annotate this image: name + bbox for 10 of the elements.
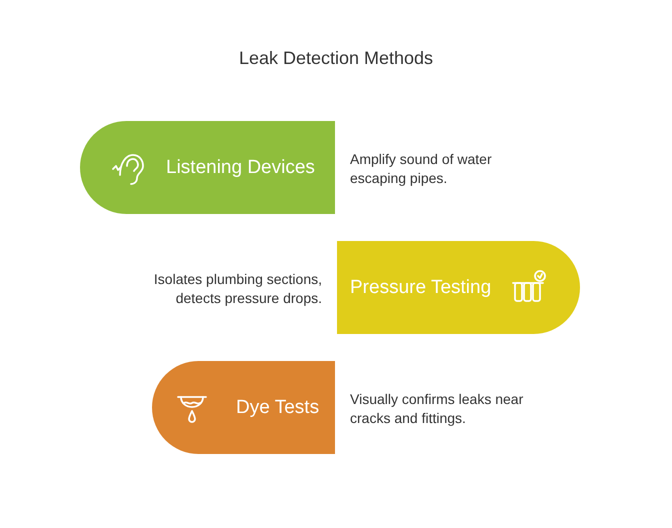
method-description: Amplify sound of water escaping pipes.	[350, 150, 493, 188]
method-description: Visually confirms leaks near cracks and fittings.	[350, 390, 524, 428]
method-description: Isolates plumbing sections, detects pressure drops.	[152, 270, 322, 308]
method-name: Dye Tests	[236, 396, 320, 418]
method-banner	[80, 121, 335, 214]
method-name: Pressure Testing	[350, 276, 492, 298]
method-name: Listening Devices	[166, 156, 315, 178]
method-banner	[337, 241, 580, 334]
diagram-title: Leak Detection Methods	[238, 48, 434, 69]
method-banner	[152, 361, 335, 454]
